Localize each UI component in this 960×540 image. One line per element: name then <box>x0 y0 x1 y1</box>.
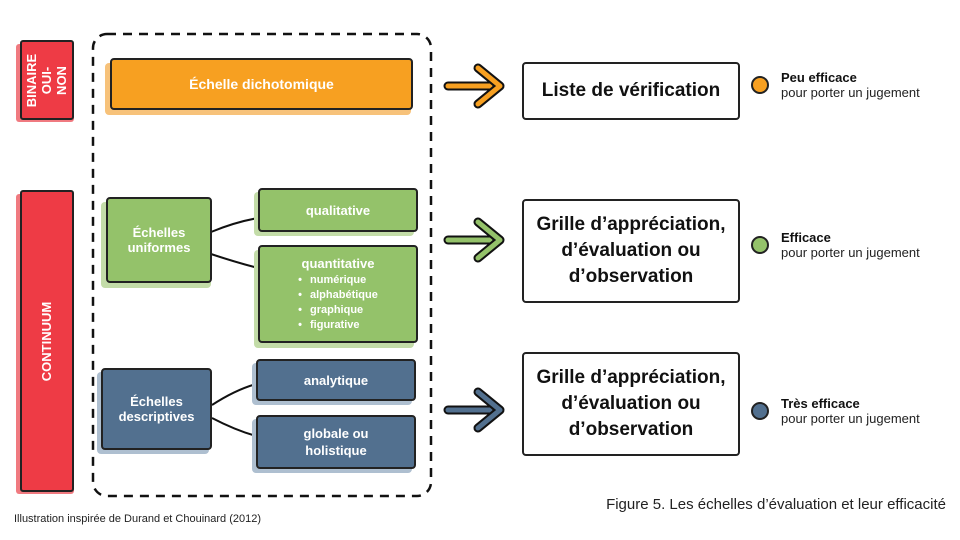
efficacy-text-high: Très efficace pour porter un jugement <box>781 396 951 426</box>
quantitative-list: numérique alphabétique graphique figurat… <box>298 273 378 333</box>
descriptives-label: Échelles descriptives <box>118 394 195 424</box>
result-label: Grille d’appréciation, d’évaluation ou d… <box>536 214 726 287</box>
efficacy-level: Efficace <box>781 230 831 245</box>
efficacy-level: Très efficace <box>781 396 860 411</box>
globale-box: globale ou holistique <box>256 415 416 469</box>
analytique-label: analytique <box>303 372 369 388</box>
quantitative-item: graphique <box>298 303 378 318</box>
quantitative-box: quantitative numérique alphabétique grap… <box>258 245 418 343</box>
arrow-blue <box>443 387 505 433</box>
connector-uniformes-quantitative <box>210 253 259 269</box>
dichotomique-label: Échelle dichotomique <box>189 76 334 92</box>
globale-label: globale ou holistique <box>303 426 369 458</box>
efficacy-dot-low <box>751 76 769 94</box>
connector-uniformes-qualitative <box>210 217 259 233</box>
efficacy-sub: pour porter un jugement <box>781 411 920 426</box>
efficacy-level: Peu efficace <box>781 70 857 85</box>
result-label: Liste de vérification <box>541 80 721 101</box>
efficacy-sub: pour porter un jugement <box>781 85 920 100</box>
dichotomique-box: Échelle dichotomique <box>110 58 413 110</box>
efficacy-text-mid: Efficace pour porter un jugement <box>781 230 951 260</box>
arrow-green <box>443 217 505 263</box>
efficacy-dot-mid <box>751 236 769 254</box>
quantitative-item: numérique <box>298 273 378 288</box>
result-box-checklist: Liste de vérification <box>522 62 740 120</box>
qualitative-box: qualitative <box>258 188 418 232</box>
uniformes-label: Échelles uniformes <box>127 225 191 255</box>
efficacy-sub: pour porter un jugement <box>781 245 920 260</box>
efficacy-dot-high <box>751 402 769 420</box>
efficacy-text-low: Peu efficace pour porter un jugement <box>781 70 951 100</box>
connector-descriptives-analytique <box>211 383 257 406</box>
continuum-side-label-text: CONTINUUM <box>39 301 55 381</box>
figure-caption: Figure 5. Les échelles d’évaluation et l… <box>606 496 946 513</box>
arrow-orange <box>443 63 505 109</box>
descriptives-box: Échelles descriptives <box>101 368 212 450</box>
result-box-grid-2: Grille d’appréciation, d’évaluation ou d… <box>522 352 740 456</box>
binary-side-label: BINAIRE OUI-NON <box>20 40 74 120</box>
qualitative-label: qualitative <box>305 202 371 218</box>
binary-side-label-text: BINAIRE OUI-NON <box>24 53 70 107</box>
dashed-group-frame <box>91 32 433 498</box>
quantitative-item: alphabétique <box>298 288 378 303</box>
continuum-side-label: CONTINUUM <box>20 190 74 492</box>
quantitative-item: figurative <box>298 318 378 333</box>
result-box-grid-1: Grille d’appréciation, d’évaluation ou d… <box>522 199 740 303</box>
result-label: Grille d’appréciation, d’évaluation ou d… <box>536 367 726 440</box>
connector-descriptives-globale <box>211 417 257 437</box>
analytique-box: analytique <box>256 359 416 401</box>
quantitative-label: quantitative <box>301 255 375 271</box>
figure-credit: Illustration inspirée de Durand et Choui… <box>14 513 262 525</box>
uniformes-box: Échelles uniformes <box>106 197 212 283</box>
